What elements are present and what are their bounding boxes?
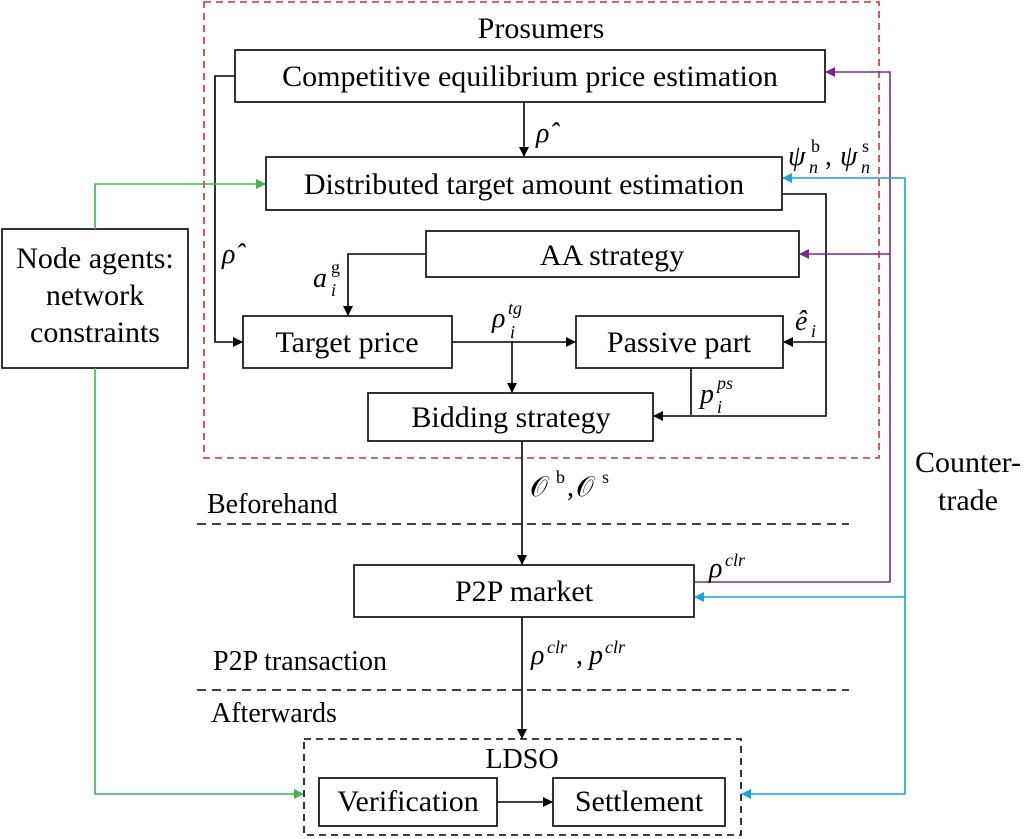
countertrade-label-2: trade xyxy=(938,484,998,517)
psi-b-sup: b xyxy=(811,136,820,156)
p2p-market-text: P2P market xyxy=(455,575,594,608)
node-agents-box: Node agents: network constraints xyxy=(1,228,189,369)
psi-s-sup: s xyxy=(862,136,869,156)
p2p-transaction-label: P2P transaction xyxy=(213,646,387,677)
psi-comma: , xyxy=(825,141,832,172)
psi-label: ψ b n , ψ s n xyxy=(788,136,870,177)
rho-hat-center-label: ρ̂ xyxy=(535,118,560,149)
rho-clr-top-sup: clr xyxy=(725,550,746,570)
rho-clr-top-symbol: ρ xyxy=(708,553,722,584)
rho-clr-sup: clr xyxy=(547,637,568,657)
distributed-target-box: Distributed target amount estimation xyxy=(265,156,783,211)
passive-part-text: Passive part xyxy=(607,326,752,359)
rho-clr-top-label: ρ clr xyxy=(708,550,746,584)
e-hat-sub: i xyxy=(811,321,816,341)
distributed-target-text: Distributed target amount estimation xyxy=(304,168,744,201)
target-price-text: Target price xyxy=(275,326,418,359)
rho-tg-sub: i xyxy=(510,322,515,342)
cyan-countertrade-main xyxy=(741,178,906,799)
psi-b-sub: n xyxy=(809,157,818,177)
arrow-dt-to-bidding xyxy=(653,342,827,421)
prosumers-region xyxy=(203,1,880,459)
node-agents-line-3: constraints xyxy=(30,316,160,349)
aa-strategy-box: AA strategy xyxy=(425,230,800,278)
arrow-aa-to-target-price xyxy=(343,253,426,316)
psi-s-sub: n xyxy=(861,157,870,177)
verification-box: Verification xyxy=(318,777,498,827)
orders-s-sup: s xyxy=(602,467,609,487)
arrow-dt-to-passive xyxy=(782,193,827,347)
bidding-strategy-text: Bidding strategy xyxy=(411,401,610,434)
a-g-label: a g i xyxy=(313,257,340,300)
node-agents-line-1: Node agents: xyxy=(16,242,173,275)
green-to-verification xyxy=(94,368,304,799)
orders-b-sup: b xyxy=(556,467,565,487)
rho-tg-symbol: ρ xyxy=(491,303,505,334)
p-ps-symbol: p xyxy=(698,379,714,410)
orders-label: 𝒪 b , 𝒪 s xyxy=(530,467,609,503)
prosumers-label: Prosumers xyxy=(478,12,605,45)
e-hat-symbol: ê xyxy=(795,306,808,337)
ldso-region xyxy=(303,738,742,836)
p-clr-sup: clr xyxy=(605,637,626,657)
competitive-equilibrium-text: Competitive equilibrium price estimation xyxy=(282,60,778,93)
rho-tg-label: ρ tg i xyxy=(491,298,522,342)
countertrade-label-1: Counter- xyxy=(915,446,1021,479)
rho-hat-left-label: ρ̂ xyxy=(221,239,246,270)
rho-clr-symbol: ρ xyxy=(530,640,544,671)
p-ps-sup: ps xyxy=(715,373,733,393)
settlement-box: Settlement xyxy=(552,777,726,827)
rho-tg-sup: tg xyxy=(508,298,522,318)
purple-p2p-feedback xyxy=(694,67,891,583)
p-ps-sub: i xyxy=(717,397,722,417)
green-to-distributed-target xyxy=(94,179,266,229)
a-sup-g: g xyxy=(331,257,340,277)
competitive-equilibrium-box: Competitive equilibrium price estimation xyxy=(234,49,826,103)
rho-p-clr-label: ρ clr , p clr xyxy=(530,637,626,671)
arrow-ce-to-target-price xyxy=(214,75,243,347)
p-ps-label: p ps i xyxy=(698,373,733,417)
a-symbol: a xyxy=(313,263,327,294)
afterwards-label: Afterwards xyxy=(211,698,337,729)
bidding-strategy-box: Bidding strategy xyxy=(367,392,654,442)
beforehand-label: Beforehand xyxy=(207,489,338,520)
rho-p-comma: , xyxy=(576,640,583,671)
aa-strategy-text: AA strategy xyxy=(540,239,684,272)
verification-text: Verification xyxy=(337,785,479,818)
ldso-label: LDSO xyxy=(485,744,558,775)
psi-b-symbol: ψ xyxy=(788,141,806,172)
a-sub-i: i xyxy=(331,280,336,300)
passive-part-box: Passive part xyxy=(575,315,784,369)
target-price-box: Target price xyxy=(242,315,453,369)
orders-b-symbol: 𝒪 xyxy=(530,472,550,503)
orders-comma: , xyxy=(567,472,574,503)
psi-s-symbol: ψ xyxy=(840,141,858,172)
p2p-market-box: P2P market xyxy=(353,564,695,618)
node-agents-line-2: network xyxy=(46,279,144,312)
p-clr-symbol: p xyxy=(587,640,603,671)
e-hat-label: ê i xyxy=(795,306,816,341)
settlement-text: Settlement xyxy=(575,785,704,818)
orders-s-symbol: 𝒪 xyxy=(576,472,596,503)
